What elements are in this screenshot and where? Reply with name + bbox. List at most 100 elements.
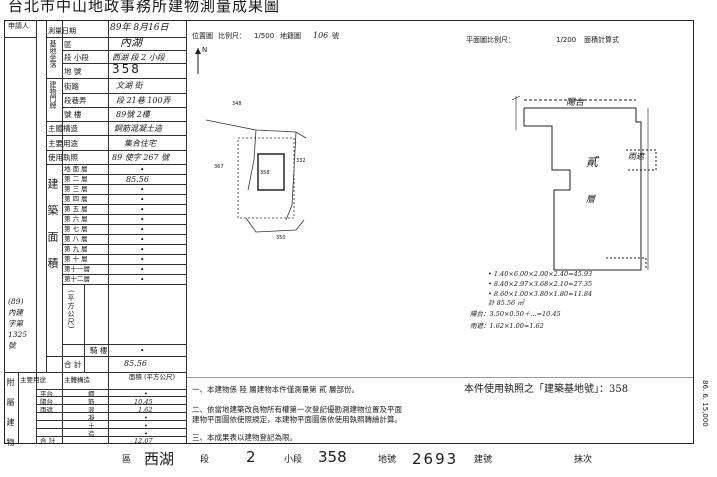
survey-date-label: 測量日期 (48, 27, 76, 35)
lot-number: 348 (232, 101, 242, 107)
footer-building-label: 建號 (474, 455, 493, 465)
area-side-label: 建 築 面 積 (46, 178, 59, 275)
location-scale-label: 比例尺： (218, 32, 246, 40)
floor-label: 第 九 層 (64, 245, 88, 253)
lot-label: 地 號 (64, 67, 82, 76)
section-value: 西湖 段 2 小段 (112, 53, 165, 62)
lot-number: 350 (276, 235, 286, 241)
annex-struct: 混 (88, 406, 95, 414)
section-label: 段 小段 (64, 53, 89, 62)
use-label: 主要用途 (48, 139, 78, 148)
mezz-label: 騎 樓 (90, 346, 108, 355)
lot-number: 358 (260, 170, 270, 176)
floor-value: • (140, 255, 145, 264)
structure-label: 主體構造 (48, 124, 78, 133)
rain-shelter-label: 雨遮 (628, 152, 644, 161)
floor-value: • (140, 165, 145, 174)
map-sheet-label: 地籍圖 (280, 32, 301, 40)
floor-value: • (140, 235, 145, 244)
total-value: 85.56 (124, 359, 147, 368)
annex-header-struct: 主體構造 (64, 376, 90, 384)
license-stamp-text: (89) 內建 字第 1325 號 (8, 297, 28, 350)
annex-use: 陽台 (40, 398, 53, 406)
annex-struct: 筋 (88, 398, 95, 406)
floor-label: 第 三 層 (64, 185, 88, 193)
annex-value: • (144, 430, 148, 438)
license-value: 89 使字 267 號 (112, 153, 170, 162)
footer-section: 2 (246, 448, 256, 466)
road-label: 街路 (64, 82, 79, 91)
calc-note: 面積計算式 (584, 36, 619, 44)
calc-line: 雨遮：1.62×1.00=1.62 (470, 322, 544, 330)
floor-value: • (140, 215, 145, 224)
lane-value: 段 21巷 100弄 (116, 96, 171, 105)
note-line: 三、本成果表以建物登記為限。 (192, 433, 297, 442)
footer-sheet-label: 抹次 (574, 455, 593, 465)
floor-label: 第 十 層 (64, 255, 88, 263)
annex-header-area: 面積 (平方公尺) (128, 373, 176, 381)
calc-line: • 8.40×2.97×3.68×2.10=27.35 (488, 280, 593, 288)
drawing-area (186, 48, 694, 378)
calc-line: • 1.40×6.00×2.00×2.40=45.93 (488, 270, 593, 278)
floor-value: • (140, 225, 145, 234)
unit-side-label: (平方公尺) (67, 290, 75, 330)
calc-line: • 8.60×1.00×3.80×1.80=11.84 (488, 290, 593, 298)
floor-label: 地 面 層 (64, 165, 88, 173)
footer-section-label: 段 (200, 455, 210, 465)
footer-building-no: 2693 (412, 450, 459, 468)
page-title: 台北市中山地政事務所建物測量成果圖 (8, 0, 281, 15)
footer-district: 西湖 (144, 450, 175, 468)
applicant-label: 申請人 (8, 22, 29, 30)
footer-subsection-label: 小段 (284, 455, 303, 465)
floor-value: 85.56 (126, 175, 149, 184)
annex-total-label: 合 計 (40, 437, 56, 445)
location-plan-drawing (205, 119, 307, 233)
number-value: 89號 2樓 (116, 110, 150, 119)
calc-line: 陽台：3.50×0.50＋...=10.45 (470, 310, 561, 318)
annex-struct: 凝 (88, 414, 95, 422)
annex-struct: 土 (88, 422, 95, 430)
location-side-label: 基地坐落 (49, 40, 57, 68)
map-sheet-unit: 號 (332, 32, 339, 40)
location-scale-value: 1/500 (254, 32, 275, 40)
north-arrow (195, 48, 201, 74)
annex-value: • (144, 414, 148, 422)
footer-lot-label: 地號 (378, 455, 397, 465)
note-line: 建物平面圖依使照規定，本建物平面圖係依使用執照轉繪計算。 (192, 415, 402, 424)
floor-label: 第 六 層 (64, 215, 88, 223)
floor-value: • (140, 205, 145, 214)
floor-scale-label: 平面圖比例尺： (466, 36, 515, 44)
district-label: 區 (64, 40, 72, 49)
floor-word: 層 (586, 195, 596, 205)
mezz-value: • (140, 346, 145, 355)
annex-value: • (144, 422, 148, 430)
district-value: 內湖 (120, 36, 142, 49)
floor-label: 第十一層 (64, 265, 90, 273)
annex-use: 雨遮 (40, 406, 53, 414)
side-print-date: 86. 6. 15,000 (701, 380, 709, 427)
annex-value: • (144, 390, 148, 398)
floor-name: 貳 (586, 155, 599, 169)
annex-struct: 鋼 (88, 390, 95, 398)
annex-struct: 造 (88, 430, 95, 438)
floor-label: 第十二層 (64, 275, 90, 283)
door-side-label: 建物門牌 (49, 81, 57, 109)
floor-value: • (140, 265, 145, 274)
floor-value: • (140, 245, 145, 254)
total-label: 合 計 (64, 360, 82, 369)
stamp-note: 本件使用執照之「建築基地號」：358 (464, 384, 629, 395)
annex-header-use: 主要用途 (20, 376, 46, 384)
calc-line: 計 85.56 ㎡ (488, 299, 524, 307)
lane-label: 段巷弄 (64, 96, 87, 105)
lot-value: 358 (112, 62, 141, 76)
floor-value: • (140, 195, 145, 204)
location-plan-label: 位置圖 (192, 32, 213, 40)
floor-scale-value: 1/200 (556, 36, 577, 44)
floor-label: 第 四 層 (64, 195, 88, 203)
license-label: 使用執照 (48, 153, 78, 162)
lot-number: 367 (214, 164, 224, 170)
annex-value: 10.45 (134, 398, 153, 406)
footer-lot: 358 (318, 448, 347, 466)
annex-total-value: 12.07 (134, 437, 153, 445)
footer-district-label: 區 (122, 455, 132, 465)
